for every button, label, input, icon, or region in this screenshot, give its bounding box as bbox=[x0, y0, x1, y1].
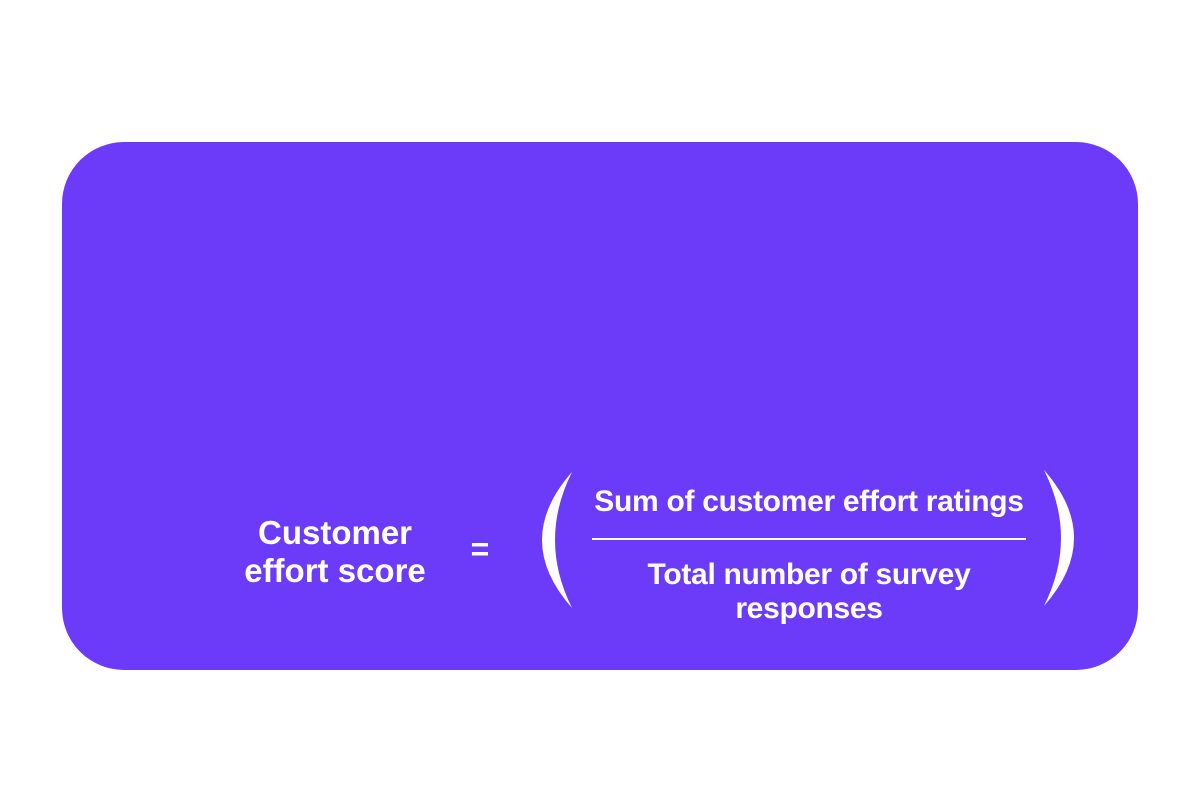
fraction-numerator: Sum of customer effort ratings bbox=[594, 485, 1024, 518]
metric-label-line1: Customer bbox=[257, 514, 413, 551]
fraction-denominator-line2: responses bbox=[735, 592, 883, 625]
open-paren-icon bbox=[536, 472, 576, 608]
equals-sign: = bbox=[470, 531, 490, 567]
metric-label: Customer effort score bbox=[202, 514, 468, 590]
close-paren-icon bbox=[1040, 470, 1080, 606]
formula-card: Customer effort score = Sum of customer … bbox=[62, 142, 1138, 670]
fraction-bar bbox=[592, 538, 1026, 540]
fraction-denominator: Total number of survey responses bbox=[567, 558, 1051, 626]
metric-label-line2: effort score bbox=[244, 552, 426, 589]
fraction-denominator-line1: Total number of survey bbox=[647, 558, 971, 591]
